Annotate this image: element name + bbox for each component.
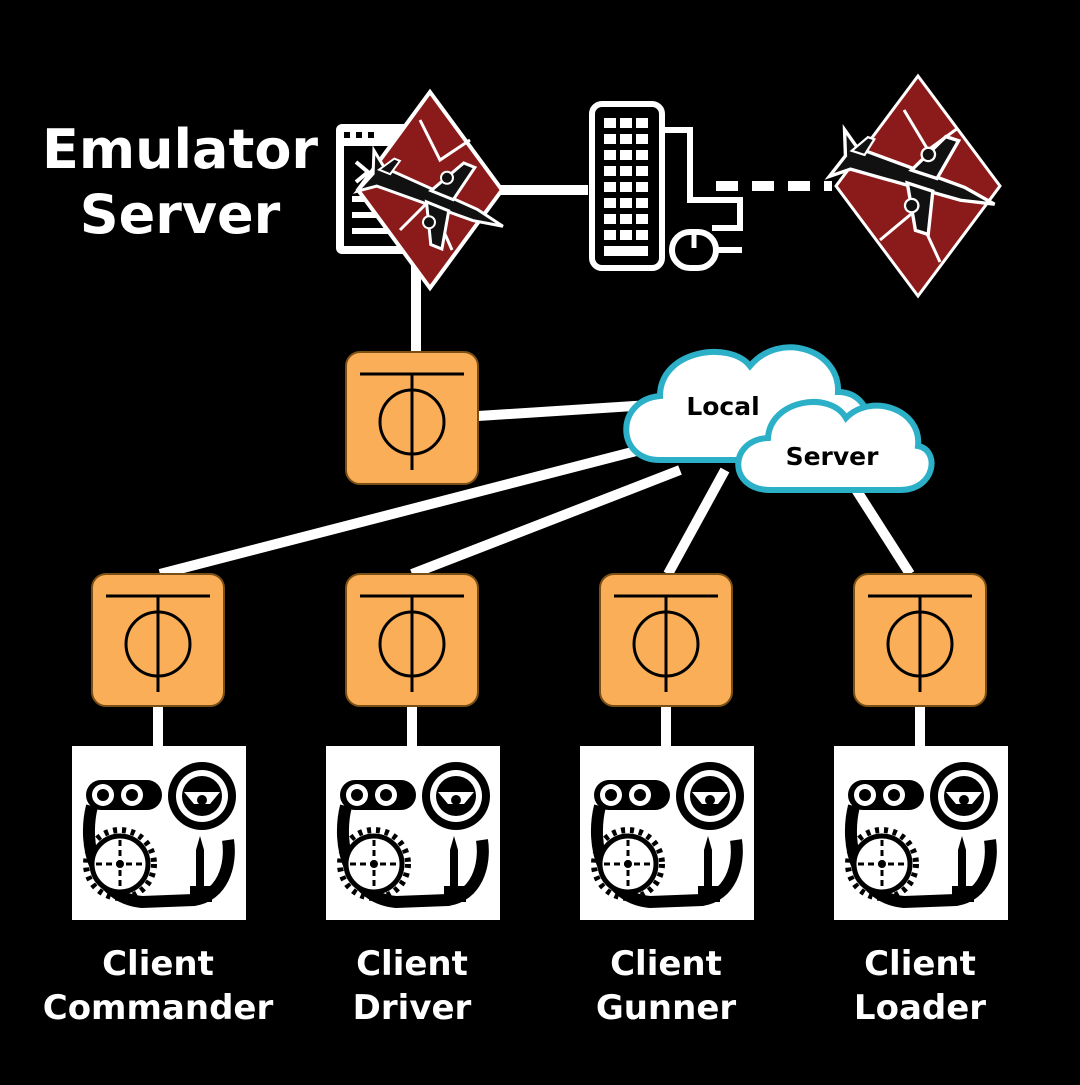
local-server-cloud: Local Server [623,344,935,493]
loader-node-icon [852,572,988,708]
connection-lines [153,185,925,746]
client-label-line2: Driver [352,988,472,1028]
cloud-to-driver-line [410,465,682,579]
server-node-icon [344,350,480,486]
cloud-to-commander-line [158,445,642,579]
client-label-line2: Commander [42,988,274,1028]
client-commander-label: Client Commander [28,942,288,1030]
client-gunner-label: Client Gunner [536,942,796,1030]
loader-controls-icon [834,746,1008,920]
driver-node-icon [344,572,480,708]
emulator-server-title: Emulator Server [30,118,330,248]
client-loader-label: Client Loader [790,942,1050,1030]
client-driver-label: Client Driver [282,942,542,1030]
cloud-to-gunner-line [663,467,730,577]
client-label-line1: Client [864,944,976,984]
client-label-line1: Client [102,944,214,984]
gunner-controls-icon [580,746,754,920]
gunner-node-icon [598,572,734,708]
client-label-line2: Gunner [595,988,737,1028]
client-label-line1: Client [610,944,722,984]
client-label-line1: Client [356,944,468,984]
cloud-label-server: Server [786,442,880,471]
client-label-line2: Loader [853,988,987,1028]
server-title-line2: Server [79,182,281,246]
commander-controls-icon [72,746,246,920]
keyboard-mouse-icon [589,101,743,271]
cloud-label-local: Local [686,392,759,421]
server-title-line1: Emulator [41,118,319,181]
node-to-cloud-line [477,400,651,421]
cloud-to-loader-line [850,485,915,577]
commander-node-icon [90,572,226,708]
driver-controls-icon [326,746,500,920]
